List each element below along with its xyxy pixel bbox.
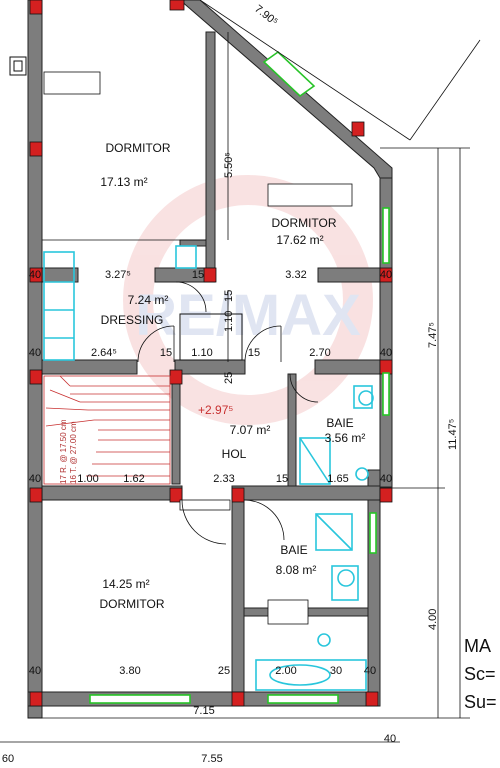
dim-top-diagonal: 7.90⁵ [252,3,280,28]
dim-v-1147: 11.47⁵ [447,419,459,450]
staircase [43,375,171,485]
dim-row4-2: 25 [218,665,230,677]
room-area-hol: 7.07 m² [230,423,271,437]
dim-total-715: 7.15 [193,705,214,717]
dim-row1-4: 40 [380,269,392,281]
dim-left-60: 60 [2,753,14,765]
dim-row3-0: 40 [29,473,41,485]
dim-row3-2: 1.62 [123,473,144,485]
dim-right-40: 40 [384,733,396,745]
room-name-dormitor-top-right: DORMITOR [271,216,336,230]
dim-row1-1: 3.27⁵ [105,269,131,281]
dim-row2-3: 1.10 [191,347,212,359]
dim-v-747: 7.47⁵ [427,322,439,348]
stairs-treads: 16 T. @ 27.00 cm [69,421,78,484]
room-name-hol: HOL [222,447,247,461]
furniture [9,56,353,625]
room-area-dormitor-top-right: 17.62 m² [276,233,323,247]
dim-row1-3: 3.32 [285,269,306,281]
horizontal-dimensions: 40 3.27⁵ 15 3.32 40 40 2.64⁵ 15 1.10 15 … [2,269,396,765]
dim-total-755: 7.55 [201,753,222,765]
dimension-lines [0,0,481,743]
sanitary-fixtures [43,245,374,691]
dim-row2-4: 15 [248,347,260,359]
level-mark-hol: +2.97⁵ [198,403,233,417]
room-area-baie-large: 8.08 m² [276,563,317,577]
dim-row3-6: 40 [380,473,392,485]
dim-row2-6: 40 [380,347,392,359]
dim-row3-4: 15 [276,473,288,485]
dim-v-400: 4.00 [427,609,439,630]
dim-row4-3: 2.00 [275,665,296,677]
watermark-logo: RE/MAX [123,175,373,425]
dim-row1-0: 40 [29,269,41,281]
dim-row4-0: 40 [29,665,41,677]
room-area-dormitor-top-left: 17.13 m² [100,175,147,189]
room-name-dormitor-top-left: DORMITOR [105,141,170,155]
legend-line-2: Sc= [464,664,496,684]
area-legend: MA Sc= Su= [464,636,497,712]
dim-row4-4: 30 [330,665,342,677]
dim-row3-1: 1.00 [77,473,98,485]
room-name-dormitor-bottom: DORMITOR [99,597,164,611]
windows [89,50,390,704]
legend-line-3: Su= [464,692,497,712]
dim-row4-1: 3.80 [119,665,140,677]
stairs-risers: 17 R. @ 17.50 cm [59,419,68,484]
dim-row2-5: 2.70 [309,347,330,359]
dim-row3-3: 2.33 [213,473,234,485]
room-area-baie-small: 3.56 m² [325,431,366,445]
doors [137,281,319,545]
legend-line-1: MA [464,636,491,656]
dim-row2-1: 2.64⁵ [91,347,117,359]
dim-v-550: 5.50⁵ [223,152,235,178]
dim-row2-2: 15 [160,347,172,359]
dim-row2-0: 40 [29,347,41,359]
dim-v-25: 25 [223,372,235,384]
room-labels: DORMITOR 17.13 m² DORMITOR 17.62 m² 7.24… [99,141,365,611]
room-name-baie-large: BAIE [280,543,307,557]
room-area-dormitor-bottom: 14.25 m² [102,577,149,591]
room-area-dressing: 7.24 m² [128,293,169,307]
svg-text:RE/MAX: RE/MAX [135,283,361,348]
vertical-dimensions: 7.90⁵ 5.50⁵ 1.10 15 25 7.47⁵ 11.47⁵ 4.00 [223,3,459,630]
room-name-baie-small: BAIE [326,416,353,430]
stairs-note: 17 R. @ 17.50 cm 16 T. @ 27.00 cm [59,419,78,484]
dim-row3-5: 1.65 [327,473,348,485]
dim-v-15: 15 [223,290,235,302]
dim-v-110: 1.10 [223,311,235,332]
dim-row1-2: 15 [192,269,204,281]
dim-row4-5: 40 [364,665,376,677]
room-name-dressing: DRESSING [101,313,164,327]
columns [29,0,393,707]
